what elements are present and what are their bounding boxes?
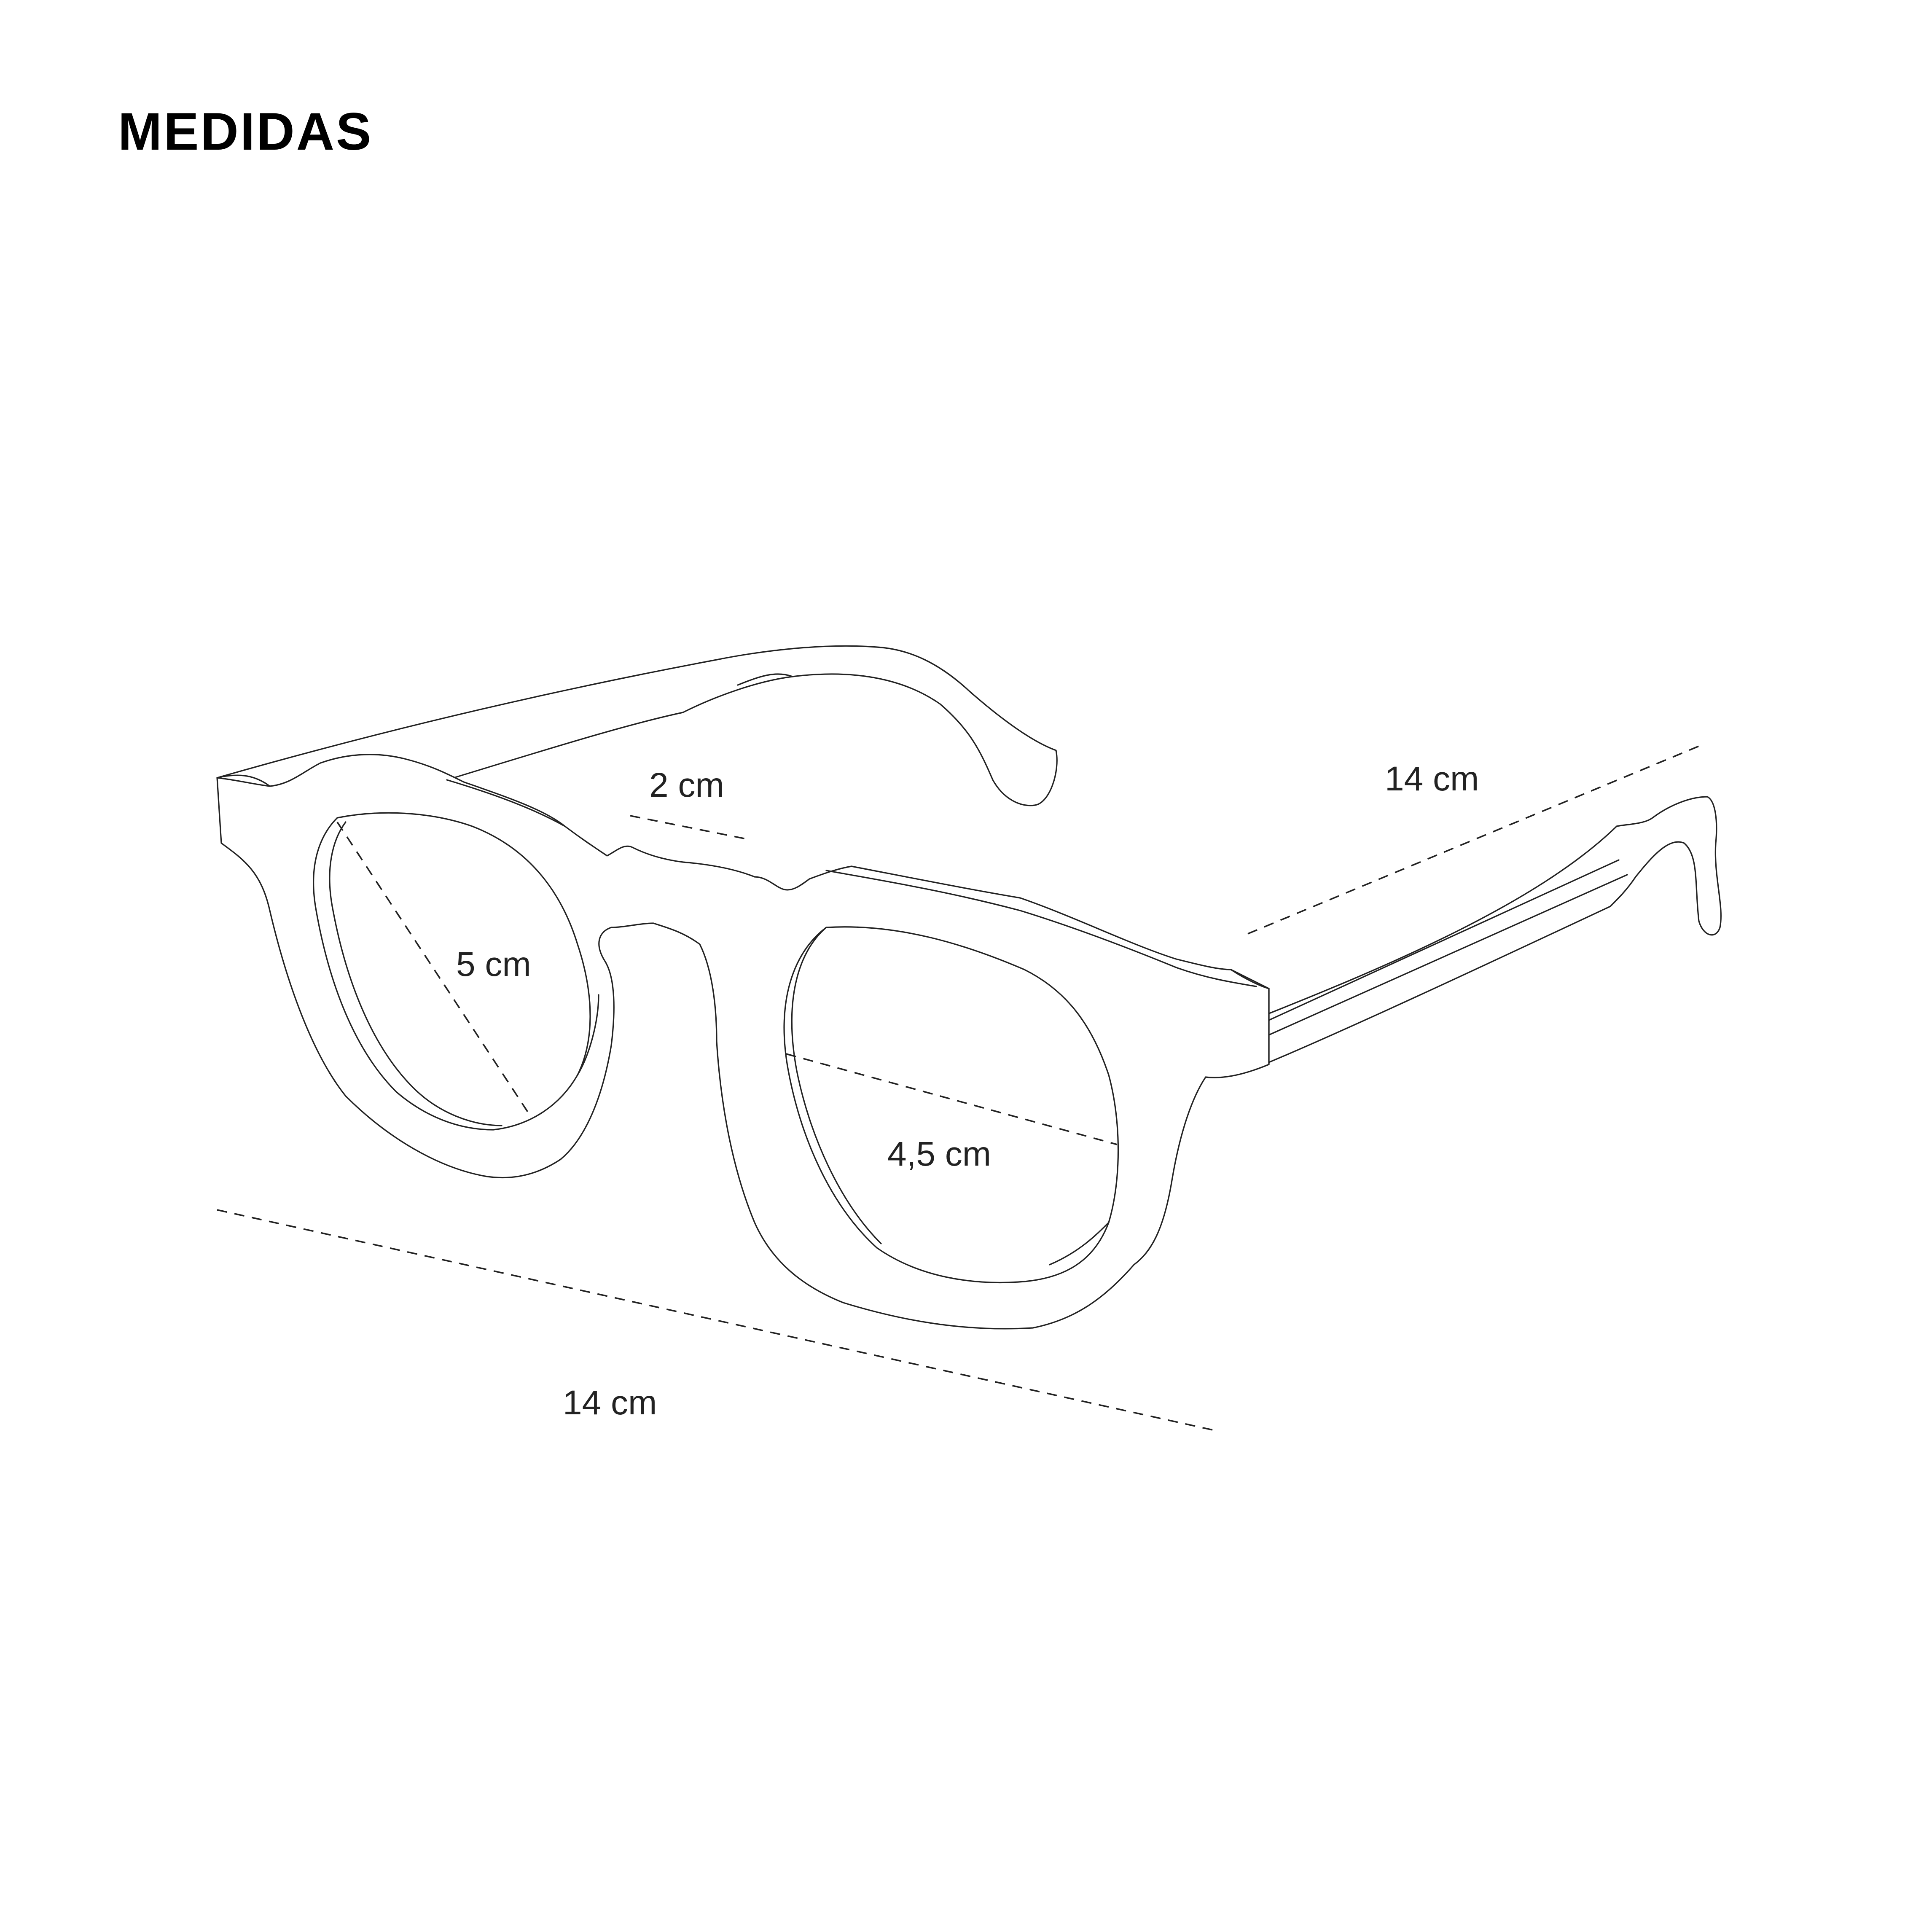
lens-height-label: 5 cm [456, 945, 531, 983]
lens-width-label: 4,5 cm [887, 1135, 991, 1173]
temple-length-label: 14 cm [1385, 760, 1479, 798]
bridge-dimension-line [630, 815, 747, 840]
front-frame [216, 754, 1270, 1330]
lens-width-dimension-line [786, 1053, 1118, 1145]
near-temple-arm [1205, 796, 1722, 1078]
page-title: MEDIDAS [118, 102, 373, 161]
right-lens [783, 926, 1119, 1284]
frame-width-dimension-line [217, 1209, 1219, 1432]
lens-height-dimension-line [336, 822, 532, 1118]
left-lens [313, 812, 599, 1131]
bridge-width-label: 2 cm [649, 766, 724, 804]
frame-width-label: 14 cm [563, 1384, 657, 1422]
